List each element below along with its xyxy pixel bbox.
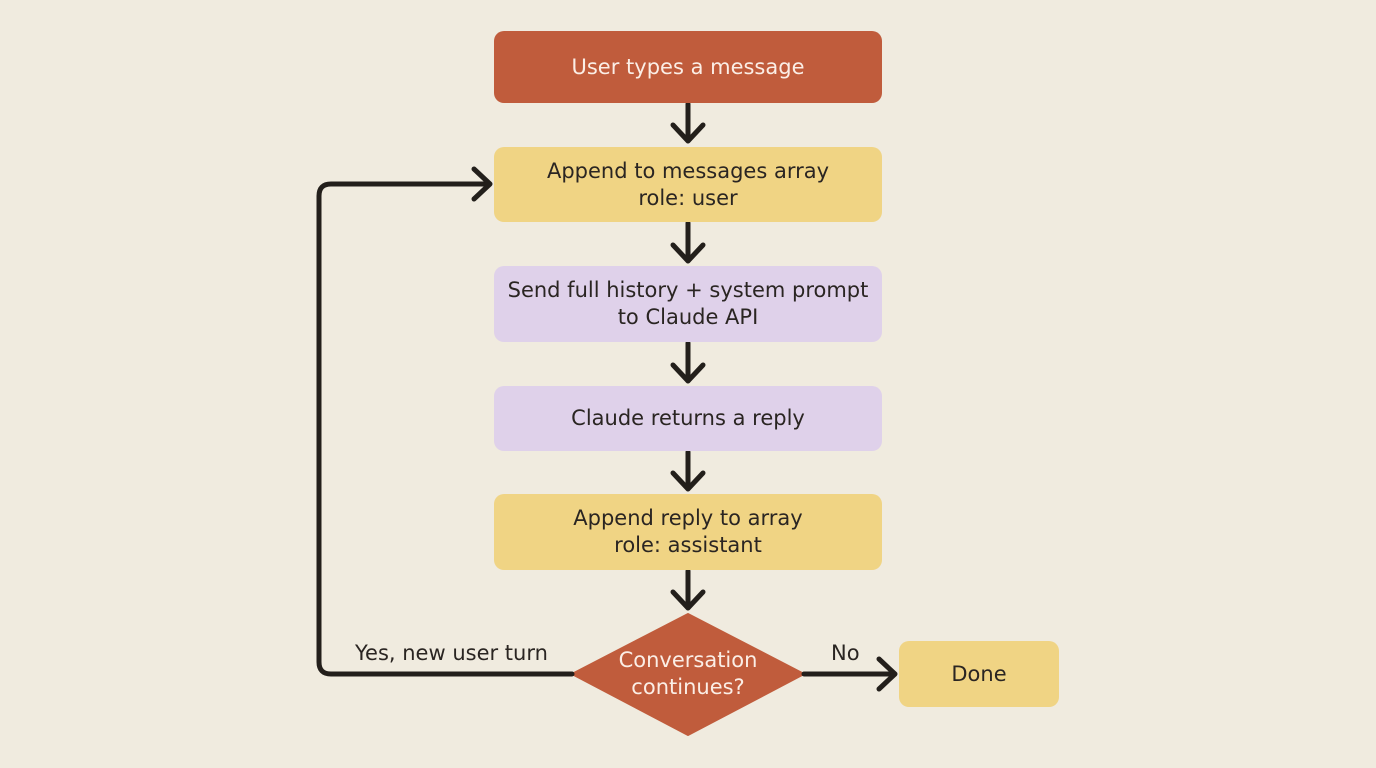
edge-label-yes: Yes, new user turn	[355, 641, 548, 665]
decision-line: continues?	[631, 675, 745, 699]
node-claude-returns-reply: Claude returns a reply	[494, 386, 882, 451]
decision-label: Conversation continues?	[588, 645, 788, 703]
node-line: User types a message	[571, 54, 805, 79]
decision-line: Conversation	[618, 648, 758, 672]
node-append-assistant-reply: Append reply to array role: assistant	[494, 494, 882, 570]
node-user-types-message: User types a message	[494, 31, 882, 103]
node-line: Claude returns a reply	[571, 406, 805, 430]
node-line: role: user	[638, 185, 738, 210]
arrow-user-types-to-append	[670, 101, 706, 144]
node-send-history: Send full history + system prompt to Cla…	[494, 266, 882, 342]
node-line: to Claude API	[617, 305, 759, 329]
arrow-reply-to-append-reply	[670, 449, 706, 492]
arrow-send-to-reply	[670, 340, 706, 384]
node-done: Done	[899, 641, 1059, 707]
node-line: Append to messages array	[546, 158, 830, 183]
node-line: Send full history + system prompt	[507, 278, 869, 302]
node-line: Done	[951, 661, 1007, 686]
edge-label-no: No	[831, 641, 860, 665]
arrow-append-to-send	[670, 220, 706, 264]
node-append-user-message: Append to messages array role: user	[494, 147, 882, 222]
node-line: role: assistant	[614, 533, 762, 557]
arrow-append-reply-to-decision	[670, 568, 706, 611]
node-line: Append reply to array	[573, 506, 803, 530]
